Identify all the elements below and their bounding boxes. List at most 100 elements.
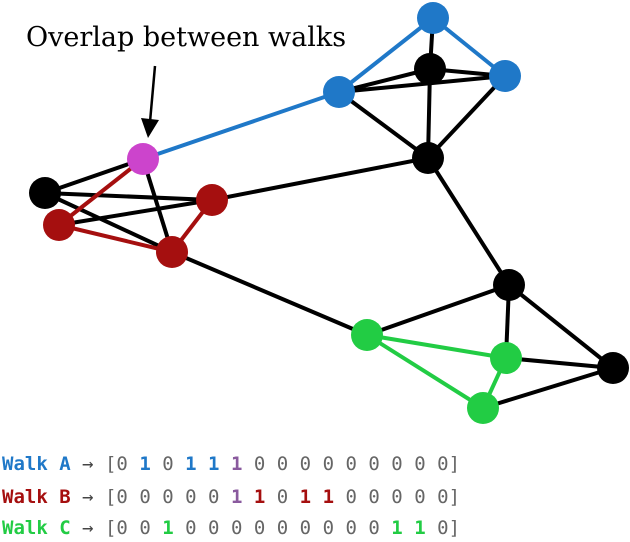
edge-c1-c3 bbox=[365, 333, 485, 410]
walk-bit: 1 bbox=[230, 453, 243, 475]
edge-left-b1 bbox=[43, 191, 214, 202]
walk-bit: 0 bbox=[299, 453, 312, 475]
bit-spacer bbox=[151, 517, 162, 539]
walk-bit: 0 bbox=[276, 486, 289, 508]
walk-bit: 0 bbox=[391, 453, 403, 475]
walk-bit: 0 bbox=[116, 486, 128, 508]
walk-bit: 0 bbox=[208, 517, 220, 539]
walk-bit: 0 bbox=[368, 486, 380, 508]
bit-spacer bbox=[242, 453, 253, 475]
bit-spacer bbox=[311, 517, 322, 539]
edge-ov-b3 bbox=[141, 157, 174, 254]
node-a2 bbox=[489, 60, 521, 92]
walk-bit: 1 bbox=[208, 453, 220, 475]
edge-r1-r2 bbox=[507, 283, 615, 370]
walk-bit: 0 bbox=[437, 486, 449, 508]
bit-spacer bbox=[334, 486, 345, 508]
node-r1 bbox=[493, 269, 525, 301]
walk-bit: 0 bbox=[139, 517, 151, 539]
bit-spacer bbox=[380, 453, 391, 475]
bracket-close: ] bbox=[448, 486, 461, 508]
bit-spacer bbox=[265, 486, 276, 508]
walk-row-b: Walk B → [0 0 0 0 0 1 1 0 1 1 0 0 0 0 0] bbox=[2, 486, 460, 508]
node-b3 bbox=[156, 236, 188, 268]
walk-bit: 0 bbox=[414, 453, 426, 475]
annotation-arrow bbox=[141, 65, 159, 138]
walk-bit: 0 bbox=[437, 517, 449, 539]
walk-bit: 0 bbox=[230, 517, 243, 539]
node-layer bbox=[29, 2, 629, 424]
walk-bit: 0 bbox=[391, 486, 403, 508]
edge-ov-a3 bbox=[141, 90, 341, 161]
bit-spacer bbox=[128, 517, 139, 539]
walk-bit: 1 bbox=[185, 453, 197, 475]
bit-spacer bbox=[357, 517, 368, 539]
bit-spacer bbox=[403, 517, 414, 539]
walk-bit: 0 bbox=[345, 517, 357, 539]
walk-bit: 1 bbox=[414, 517, 426, 539]
node-left bbox=[29, 177, 61, 209]
walk-bit: 0 bbox=[322, 517, 335, 539]
node-b1 bbox=[196, 184, 228, 216]
edge-b2-b1 bbox=[57, 198, 214, 227]
bit-spacer bbox=[288, 517, 299, 539]
node-top bbox=[414, 53, 446, 85]
walk-bit: 0 bbox=[162, 453, 174, 475]
bit-spacer bbox=[357, 453, 368, 475]
bit-spacer bbox=[128, 486, 139, 508]
bit-spacer bbox=[426, 517, 437, 539]
bit-spacer bbox=[288, 453, 299, 475]
bit-spacer bbox=[380, 517, 391, 539]
walk-bit: 0 bbox=[299, 517, 312, 539]
node-r2 bbox=[597, 352, 629, 384]
walk-name: Walk C bbox=[2, 517, 71, 539]
walk-bit: 0 bbox=[185, 517, 197, 539]
bit-spacer bbox=[426, 486, 437, 508]
walk-bit: 1 bbox=[322, 486, 335, 508]
bit-spacer bbox=[220, 517, 231, 539]
bit-spacer bbox=[265, 517, 276, 539]
walk-bit: 0 bbox=[116, 453, 128, 475]
walk-bit: 0 bbox=[345, 486, 357, 508]
bit-spacer bbox=[403, 453, 414, 475]
walk-arrow: → bbox=[70, 517, 105, 539]
bit-spacer bbox=[151, 453, 162, 475]
walk-bit: 0 bbox=[368, 517, 380, 539]
walk-bit: 1 bbox=[162, 517, 174, 539]
node-a3 bbox=[323, 76, 355, 108]
walk-arrow: → bbox=[70, 453, 105, 475]
walk-bit: 0 bbox=[185, 486, 197, 508]
bracket-close: ] bbox=[448, 517, 461, 539]
bit-spacer bbox=[197, 517, 208, 539]
bracket-open: [ bbox=[104, 486, 117, 508]
overlap-annotation: Overlap between walks bbox=[26, 22, 346, 53]
bracket-open: [ bbox=[104, 453, 117, 475]
edge-layer bbox=[43, 16, 615, 410]
edge-mid-r1 bbox=[426, 156, 511, 287]
walk-bit: 1 bbox=[391, 517, 403, 539]
bit-spacer bbox=[334, 517, 345, 539]
edge-a3-a1 bbox=[337, 16, 435, 94]
bit-spacer bbox=[265, 453, 276, 475]
walk-bit: 0 bbox=[253, 453, 266, 475]
walk-arrow: → bbox=[70, 486, 105, 508]
bit-spacer bbox=[128, 453, 139, 475]
node-b2 bbox=[43, 209, 75, 241]
bit-spacer bbox=[311, 486, 322, 508]
walk-bit: 0 bbox=[276, 453, 289, 475]
bracket-open: [ bbox=[104, 517, 117, 539]
bit-spacer bbox=[242, 486, 253, 508]
edge-b2-b3 bbox=[57, 223, 174, 254]
edge-left-b3 bbox=[43, 191, 174, 254]
edge-ov-b2 bbox=[57, 157, 145, 227]
walk-row-c: Walk C → [0 0 1 0 0 0 0 0 0 0 0 0 1 1 0] bbox=[2, 517, 460, 539]
walk-bit: 0 bbox=[208, 486, 220, 508]
walk-bit: 1 bbox=[253, 486, 266, 508]
walk-bit: 0 bbox=[116, 517, 128, 539]
walk-bit: 0 bbox=[276, 517, 289, 539]
bit-spacer bbox=[151, 486, 162, 508]
walk-bit: 0 bbox=[437, 453, 449, 475]
bit-spacer bbox=[220, 486, 231, 508]
edge-a3-a2 bbox=[337, 74, 507, 94]
